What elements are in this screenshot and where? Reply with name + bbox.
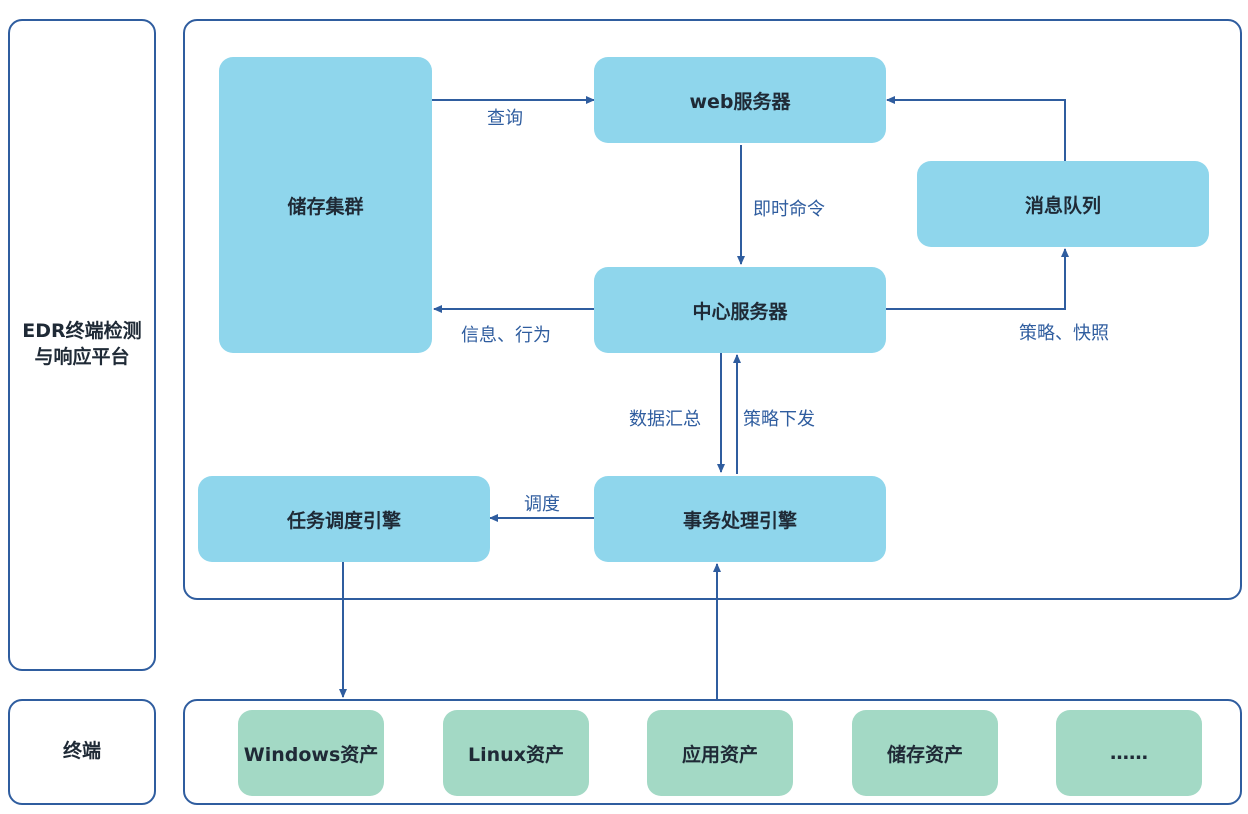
arrow-queue-to-web [886,96,1066,161]
edge-label-info-behavior: 信息、行为 [461,325,551,346]
edge-label-policy-dispatch: 策略下发 [743,409,815,430]
message-queue-box: 消息队列 [917,161,1209,247]
storage-cluster-box: 储存集群 [219,57,432,353]
edge-label-policy-snapshot: 策略、快照 [1019,323,1109,344]
terminal-side-label: 终端 [62,740,101,763]
edge-label-data-summary: 数据汇总 [629,409,701,430]
terminal-asset-linux: Linux资产 [443,710,589,796]
terminal-asset-storage: 储存资产 [852,710,998,796]
arrow-policy-snapshot [885,248,1069,310]
platform-label-line1: EDR终端检测 [22,320,142,343]
terminal-side-frame [8,699,156,805]
edge-label-query: 查询 [487,108,523,129]
edge-label-schedule: 调度 [524,494,560,515]
center-server-box: 中心服务器 [594,267,886,353]
web-server-box: web服务器 [594,57,886,143]
platform-label-line2: 与响应平台 [34,346,130,368]
edge-label-instant-command: 即时命令 [753,199,825,220]
platform-side-label: EDR终端检测 与响应平台 [8,19,156,671]
task-engine-box: 任务调度引擎 [198,476,490,562]
terminal-asset-more: …… [1056,710,1202,796]
terminal-asset-windows: Windows资产 [238,710,384,796]
platform-side-frame [8,19,156,671]
transaction-engine-box: 事务处理引擎 [594,476,886,562]
terminal-asset-application: 应用资产 [647,710,793,796]
